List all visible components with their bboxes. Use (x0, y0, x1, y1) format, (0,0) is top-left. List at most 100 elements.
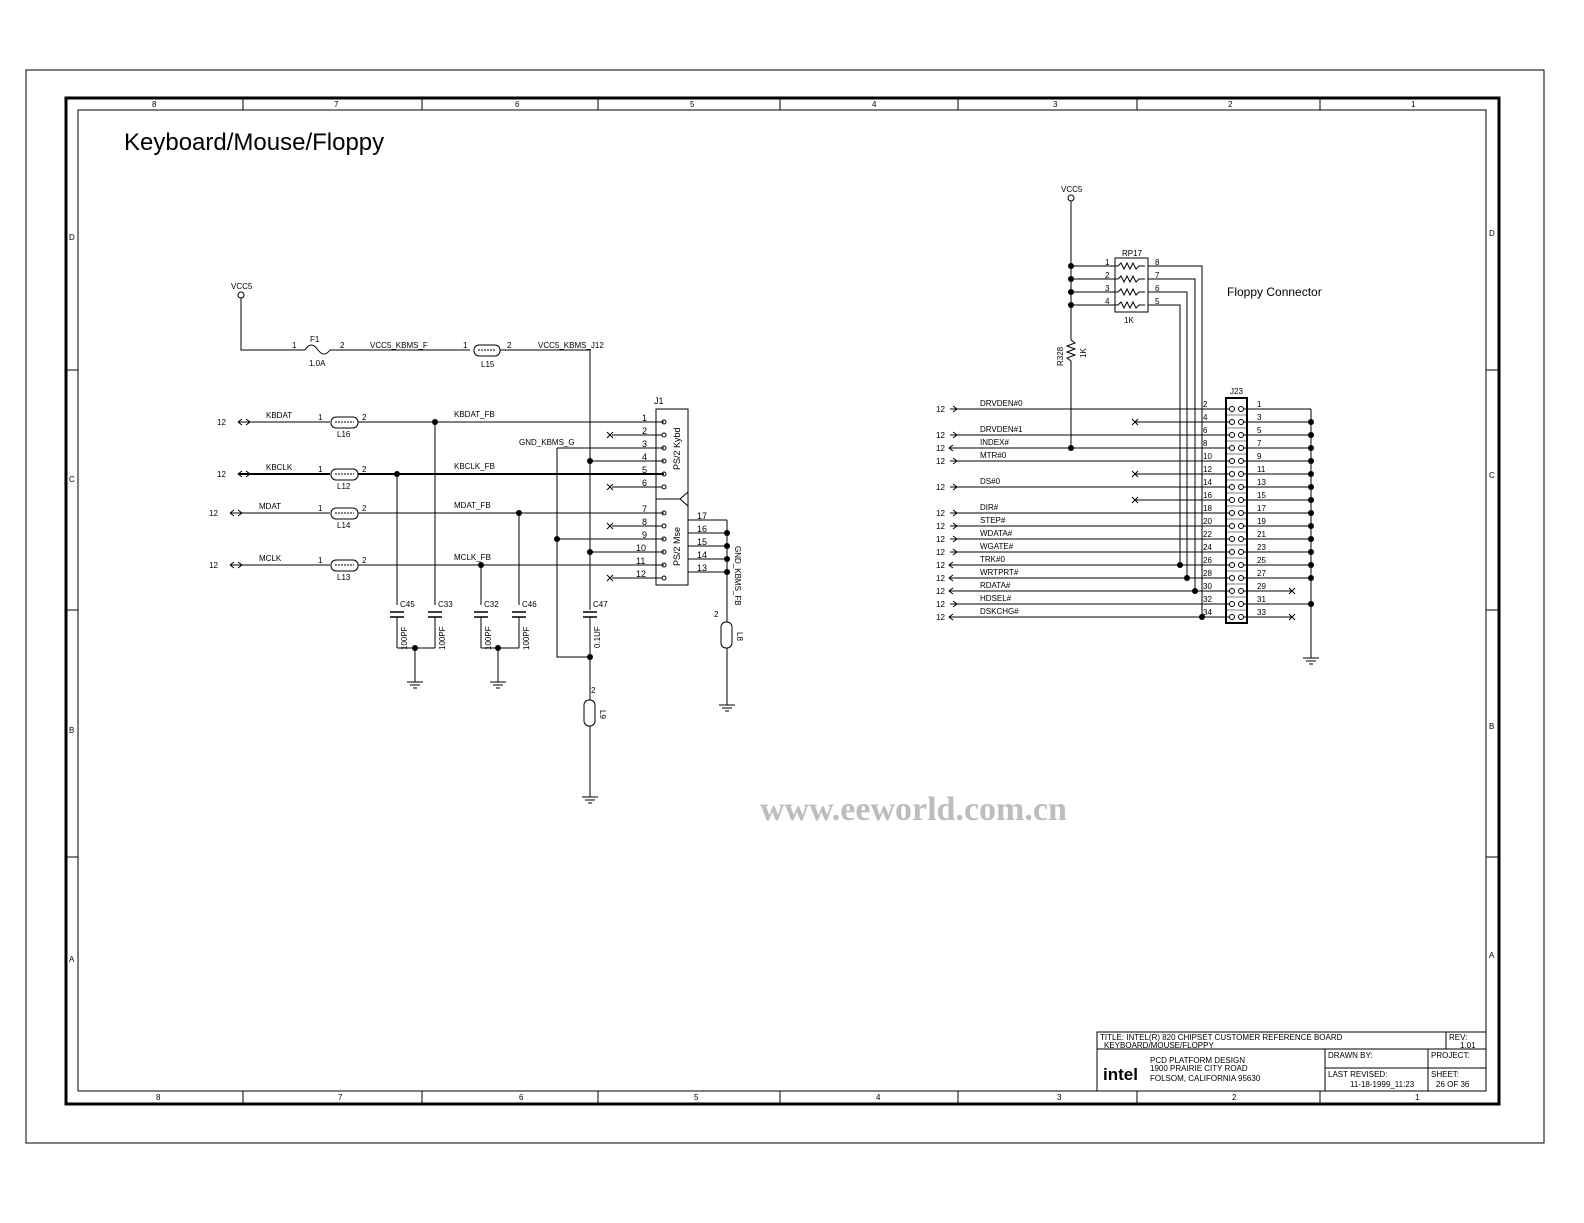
zone-row-right: A (1489, 951, 1495, 960)
signal-name: DSKCHG# (980, 607, 1019, 616)
rp17-pin-label: 4 (1105, 297, 1110, 306)
svg-text:KEYBOARD/MOUSE/FLOPPY: KEYBOARD/MOUSE/FLOPPY (1104, 1041, 1214, 1050)
pin-icon (1229, 562, 1235, 568)
drawing-border (64, 96, 1501, 1106)
svg-text:1: 1 (318, 556, 323, 565)
cap-ref: C47 (593, 600, 608, 609)
junction-dot (1068, 302, 1074, 308)
signal-name: DRVDEN#0 (980, 399, 1023, 408)
cap-ref: C46 (522, 600, 537, 609)
net-fb-label: KBDAT_FB (454, 410, 495, 419)
no-connect-icon (1288, 587, 1296, 595)
svg-text:1: 1 (318, 504, 323, 513)
pin-icon (1238, 510, 1244, 516)
title-block: TITLE: INTEL(R) 820 CHIPSET CUSTOMER REF… (1096, 1031, 1487, 1092)
no-connect-icon (1131, 418, 1139, 426)
pin-icon (1229, 406, 1235, 412)
intel-logo: intel (1103, 1065, 1138, 1084)
zone-col-bottom: 5 (694, 1093, 699, 1102)
j23-pin-even: 18 (1203, 504, 1212, 513)
svg-text:L8: L8 (735, 632, 744, 641)
signal-name: TRK#0 (980, 555, 1005, 564)
signal-name: WRTPRT# (980, 568, 1019, 577)
j1-pin-label: 11 (636, 556, 645, 566)
pin-icon (661, 484, 667, 490)
pin-icon (1229, 445, 1235, 451)
r328-value: 1K (1079, 348, 1088, 358)
rp17-pin-label: 2 (1105, 271, 1110, 280)
output-arrow-icon (948, 561, 954, 569)
j23-pin-odd: 21 (1257, 530, 1266, 539)
j23-pin-odd: 1 (1257, 400, 1262, 409)
net-gnd-kbms-g: GND_KBMS_G (519, 438, 575, 447)
svg-text:FOLSOM, CALIFORNIA 95630: FOLSOM, CALIFORNIA 95630 (1150, 1074, 1261, 1083)
svg-text:11-18-1999_11:23: 11-18-1999_11:23 (1350, 1080, 1415, 1089)
pin-icon (1238, 484, 1244, 490)
j23-pin-odd: 19 (1257, 517, 1266, 526)
zone-col-bottom: 6 (519, 1093, 524, 1102)
svg-text:RP17: RP17 (1122, 249, 1143, 258)
zone-row-left: B (69, 726, 74, 735)
svg-text:1: 1 (318, 413, 323, 422)
junction-dot (1068, 289, 1074, 295)
pin-icon (1238, 614, 1244, 620)
j23-pin-odd: 29 (1257, 582, 1266, 591)
zone-col-bottom: 1 (1415, 1093, 1420, 1102)
j1-pin-label: 2 (642, 426, 647, 436)
pin-icon (661, 432, 667, 438)
svg-text:2: 2 (362, 413, 367, 422)
sheet-ref: 12 (936, 444, 945, 453)
signal-name: STEP# (980, 516, 1006, 525)
zone-col-bottom: 4 (876, 1093, 881, 1102)
j1-pin-label: 4 (642, 452, 647, 462)
svg-text:TITLE: INTEL(R) 820 CHIPSET CU: TITLE: INTEL(R) 820 CHIPSET CUSTOMER REF… (1100, 1033, 1343, 1042)
signal-name: MCLK (259, 554, 282, 563)
svg-text:2: 2 (362, 556, 367, 565)
signal-name: HDSEL# (980, 594, 1012, 603)
j23-pin-even: 28 (1203, 569, 1212, 578)
pin-icon (1229, 601, 1235, 607)
j23-pin-odd: 3 (1257, 413, 1262, 422)
pin-icon (1229, 432, 1235, 438)
zone-col-top: 7 (334, 100, 339, 109)
pin-icon (1238, 445, 1244, 451)
j23-pin-odd: 31 (1257, 595, 1266, 604)
svg-text:1.0A: 1.0A (309, 359, 326, 368)
j23-pin-even: 4 (1203, 413, 1208, 422)
pin-icon (661, 510, 667, 516)
junction-dot (1068, 445, 1074, 451)
svg-text:1: 1 (318, 465, 323, 474)
sheet-ref: 12 (209, 561, 218, 570)
no-connect-icon (1288, 613, 1296, 621)
svg-text:J1: J1 (654, 396, 664, 406)
zone-row-left: C (69, 475, 75, 484)
pin-icon (1229, 484, 1235, 490)
net-vcc5-kbms-j12: VCC5_KBMS_J12 (538, 341, 604, 350)
svg-text:SHEET:: SHEET: (1431, 1070, 1459, 1079)
j23-pin-even: 20 (1203, 517, 1212, 526)
signal-name: KBDAT (266, 411, 292, 420)
page-title: Keyboard/Mouse/Floppy (124, 129, 384, 156)
pin-icon (1229, 458, 1235, 464)
pin-icon (661, 471, 667, 477)
ferrite-l15: 1 2 L15 (463, 341, 512, 369)
net-vcc5-kbms-f: VCC5_KBMS_F (370, 341, 428, 350)
pin-icon (1229, 510, 1235, 516)
j1-pin-label: 14 (697, 550, 707, 560)
pin-icon (661, 562, 667, 568)
resistor-icon (1117, 287, 1145, 297)
j1-pin-label: 8 (642, 517, 647, 527)
svg-text:26 OF 36: 26 OF 36 (1436, 1080, 1470, 1089)
